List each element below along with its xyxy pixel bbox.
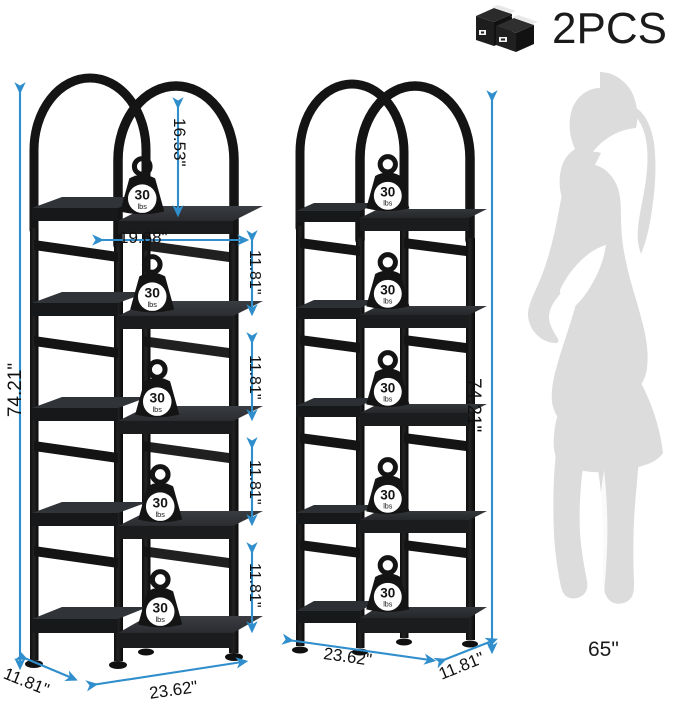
arrow-right-base-depth bbox=[433, 637, 498, 669]
two-boxes-icon bbox=[476, 5, 539, 52]
right-unit-side-rails bbox=[300, 238, 466, 558]
svg-text:30: 30 bbox=[150, 391, 166, 406]
svg-text:30: 30 bbox=[380, 381, 395, 396]
right-shelf-2 bbox=[296, 300, 487, 328]
right-unit-shelves bbox=[296, 203, 487, 633]
right-unit-weight-badges: 30 lbs 30 lbs 30 lbs bbox=[366, 154, 410, 613]
arrow-left-base-depth bbox=[14, 649, 78, 681]
label-tier-gap-4: 11.81" bbox=[246, 563, 263, 608]
left-unit-shelves bbox=[32, 197, 263, 648]
label-tier-gap-3: 11.81" bbox=[246, 460, 263, 505]
svg-text:lbs: lbs bbox=[138, 202, 148, 211]
label-tier-gap-1: 11.81" bbox=[246, 250, 263, 295]
svg-text:30: 30 bbox=[153, 601, 169, 616]
label-human-height: 65" bbox=[588, 638, 619, 661]
label-left-total-height: 74.21" bbox=[5, 362, 26, 418]
label-arch-clearance: 16.53" bbox=[170, 118, 189, 167]
right-shelf-4 bbox=[296, 505, 487, 533]
svg-text:30: 30 bbox=[145, 286, 161, 301]
svg-text:lbs: lbs bbox=[383, 395, 393, 404]
label-right-total-height: 74.21" bbox=[463, 378, 484, 433]
svg-text:lbs: lbs bbox=[383, 600, 393, 609]
right-shelf-5 bbox=[296, 601, 487, 633]
svg-text:30: 30 bbox=[380, 488, 395, 503]
dimension-arrows bbox=[14, 82, 498, 692]
woman-silhouette bbox=[527, 72, 663, 620]
svg-text:30: 30 bbox=[380, 283, 395, 298]
svg-text:lbs: lbs bbox=[156, 510, 166, 519]
svg-text:30: 30 bbox=[135, 188, 151, 203]
svg-text:lbs: lbs bbox=[383, 199, 393, 208]
svg-text:30: 30 bbox=[153, 496, 169, 511]
right-shelf-1 bbox=[296, 203, 487, 231]
right-unit-arch bbox=[295, 79, 475, 245]
svg-text:30: 30 bbox=[380, 185, 395, 200]
arrow-right-base-width bbox=[281, 633, 437, 665]
svg-text:lbs: lbs bbox=[383, 297, 393, 306]
svg-text:lbs: lbs bbox=[153, 405, 163, 414]
label-tier-gap-2: 11.81" bbox=[246, 355, 263, 400]
arrow-left-base-width bbox=[85, 657, 249, 692]
svg-text:lbs: lbs bbox=[148, 300, 158, 309]
svg-text:lbs: lbs bbox=[156, 615, 166, 624]
left-unit-arch bbox=[29, 73, 239, 250]
right-bookshelf-unit: 30 lbs 30 lbs 30 lbs bbox=[292, 79, 487, 656]
left-bookshelf-unit: 30 lbs 30 lbs 30 lbs bbox=[25, 73, 263, 669]
left-unit-weight-badges: 30 lbs 30 lbs 30 lbs bbox=[120, 156, 183, 628]
quantity-badge: 2PCS bbox=[468, 4, 667, 54]
svg-text:lbs: lbs bbox=[383, 502, 393, 511]
svg-text:30: 30 bbox=[380, 586, 395, 601]
quantity-label: 2PCS bbox=[552, 4, 667, 53]
label-shelf-width: 19.68" bbox=[119, 228, 168, 247]
